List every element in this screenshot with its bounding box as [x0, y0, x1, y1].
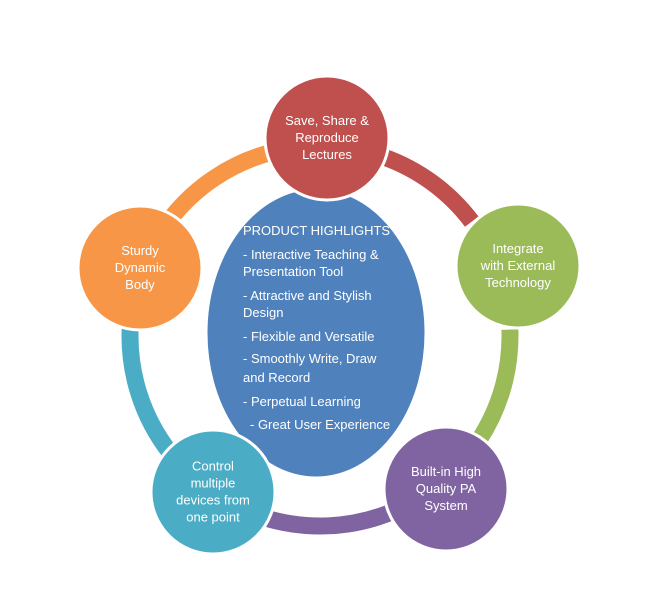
node-label-line: Built-in High	[411, 464, 481, 479]
center-item-line: and Record	[243, 370, 310, 385]
connector-arcs	[121, 144, 519, 535]
center-items: - Interactive Teaching & Presentation Too…	[243, 247, 390, 432]
connector-arc-pa-system	[262, 504, 395, 535]
node-label-line: Reproduce	[295, 130, 359, 145]
node-circle-pa-system	[382, 425, 510, 553]
node-label-control-devices: Control multiple devices from one point	[176, 459, 250, 525]
node-label-line: devices from	[176, 493, 250, 508]
center-item-line: - Smoothly Write, Draw	[243, 351, 377, 366]
connector-arc-sturdy-body	[164, 144, 272, 224]
connector-arc-integrate	[472, 329, 519, 445]
center-item-line: - Flexible and Versatile	[243, 329, 375, 344]
node-label-line: Integrate	[492, 241, 543, 256]
node-label-line: System	[424, 498, 467, 513]
node-circle-sturdy-body	[76, 204, 204, 332]
node-label-line: Dynamic	[115, 260, 166, 275]
node-circle-control-devices	[149, 428, 277, 556]
center-item-line: - Perpetual Learning	[243, 394, 361, 409]
center-item-line: - Attractive and Stylish	[243, 288, 372, 303]
node-label-line: with External	[480, 258, 556, 273]
center-item-line: - Great User Experience	[250, 417, 390, 432]
center-item: - Perpetual Learning	[243, 394, 361, 409]
node-label-line: Technology	[485, 275, 551, 290]
center-title: PRODUCT HIGHLIGHTS	[243, 223, 390, 238]
node-control-devices: Control multiple devices from one point	[149, 428, 277, 556]
center-ellipse-group: PRODUCT HIGHLIGHTS - Interactive Teachin…	[204, 186, 428, 480]
center-item: - Flexible and Versatile	[243, 329, 375, 344]
node-circle-integrate	[454, 202, 582, 330]
node-label-line: Save, Share &	[285, 113, 369, 128]
center-item-line: - Interactive Teaching &	[243, 247, 379, 262]
node-label-line: Sturdy	[121, 243, 159, 258]
center-item-line: Presentation Tool	[243, 264, 343, 279]
center-item: - Great User Experience	[250, 417, 390, 432]
node-circle-save-share	[263, 74, 391, 202]
node-label-line: Quality PA	[416, 481, 477, 496]
center-item: - Smoothly Write, Draw and Record	[243, 351, 377, 385]
center-item-line: Design	[243, 305, 283, 320]
node-label-line: Lectures	[302, 147, 352, 162]
node-label-line: Control	[192, 459, 234, 474]
node-label-line: one point	[186, 510, 240, 525]
center-item: - Interactive Teaching & Presentation Too…	[243, 247, 379, 279]
connector-arc-save-share	[380, 148, 479, 227]
node-label-line: Body	[125, 277, 155, 292]
connector-arc-control-devices	[121, 325, 178, 459]
node-label-line: multiple	[191, 476, 236, 491]
